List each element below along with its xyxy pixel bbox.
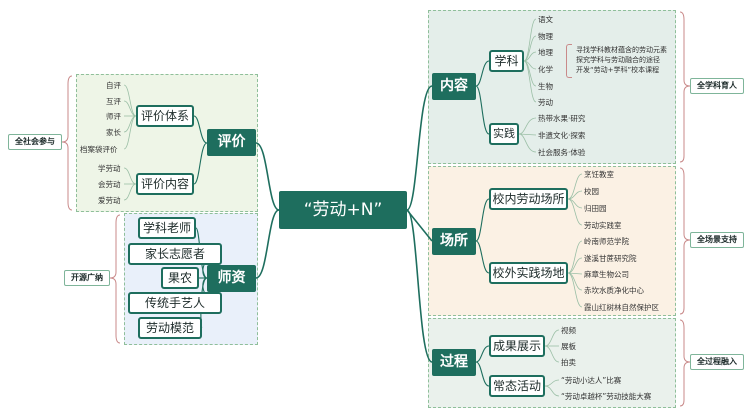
eval-system-leaf: 师评 [106,112,121,121]
practice-leaf: 热带水果·研究 [538,114,586,123]
subject-node[interactable]: 学科 [489,50,524,72]
inschool-node[interactable]: 校内劳动场所 [489,188,568,210]
practice-leaf: 非遗文化·探索 [538,131,586,140]
practice-node[interactable]: 实践 [489,123,519,145]
venue-tag: 全场景支持 [690,232,744,248]
content-node[interactable]: 内容 [432,73,476,100]
teachers-tag: 开源广纳 [64,270,110,286]
teacher-item[interactable]: 果农 [161,267,199,289]
venue-node[interactable]: 场所 [432,228,476,255]
practice-leaf: 社会服务·体验 [538,148,586,157]
subject-note: 寻找学科教材蕴含的劳动元素 [576,46,667,54]
inschool-leaf: 劳动实践室 [584,221,622,230]
eval-system-node[interactable]: 评价体系 [136,105,194,127]
eval-system-leaf: 自评 [106,81,121,90]
subject-leaf: 地理 [538,48,553,57]
subject-note: 探究学科与劳动融合的途径 [576,56,660,64]
teacher-item[interactable]: 学科老师 [138,217,196,239]
eval-system-leaf: 档案袋评价 [80,145,118,154]
eval-system-leaf: 家长 [106,128,121,137]
outschool-leaf: 麻章生物公司 [584,270,629,279]
evaluation-node[interactable]: 评价 [207,129,256,156]
process-tag: 全过程融入 [690,354,744,370]
eval-system-leaf: 互评 [106,97,121,106]
teacher-item[interactable]: 家长志愿者 [128,243,222,265]
subject-leaf: 生物 [538,82,553,91]
subject-leaf: 物理 [538,32,553,41]
subject-leaf: 劳动 [538,98,553,107]
eval-content-node[interactable]: 评价内容 [136,173,194,195]
eval-content-leaf: 会劳动 [98,180,121,189]
show-leaf: 拍卖 [561,358,576,367]
subject-leaf: 语文 [538,15,553,24]
routine-leaf: “劳动小达人”比赛 [561,376,622,385]
subject-note: 开发“劳动+学科”校本课程 [576,66,660,74]
eval-content-leaf: 学劳动 [98,164,121,173]
evaluation-tag: 全社会参与 [8,134,62,150]
show-leaf: 视频 [561,326,576,335]
eval-content-leaf: 爱劳动 [98,196,121,205]
subject-leaf: 化学 [538,65,553,74]
routine-node[interactable]: 常态活动 [489,375,545,397]
subject-notes-bracket [566,44,572,78]
teacher-item[interactable]: 传统手艺人 [128,292,222,314]
outschool-leaf: 岭南师范学院 [584,237,629,246]
show-leaf: 展板 [561,342,576,351]
inschool-leaf: 烹饪教室 [584,170,614,179]
inschool-leaf: 校园 [584,187,599,196]
center-node[interactable]: “劳动+N” [279,191,407,229]
teacher-item[interactable]: 劳动模范 [138,317,202,339]
content-tag: 全学科育人 [690,78,744,94]
outschool-leaf: 霞山红树林自然保护区 [584,303,659,312]
inschool-leaf: 归田园 [584,204,607,213]
process-node[interactable]: 过程 [432,349,476,376]
outschool-node[interactable]: 校外实践场地 [489,262,568,284]
outschool-leaf: 遂溪甘蔗研究院 [584,254,637,263]
teachers-node[interactable]: 师资 [207,265,256,292]
outschool-leaf: 赤坎水质净化中心 [584,286,644,295]
routine-leaf: “劳动卓越杯”劳动技能大赛 [561,392,652,401]
show-node[interactable]: 成果展示 [489,335,545,357]
